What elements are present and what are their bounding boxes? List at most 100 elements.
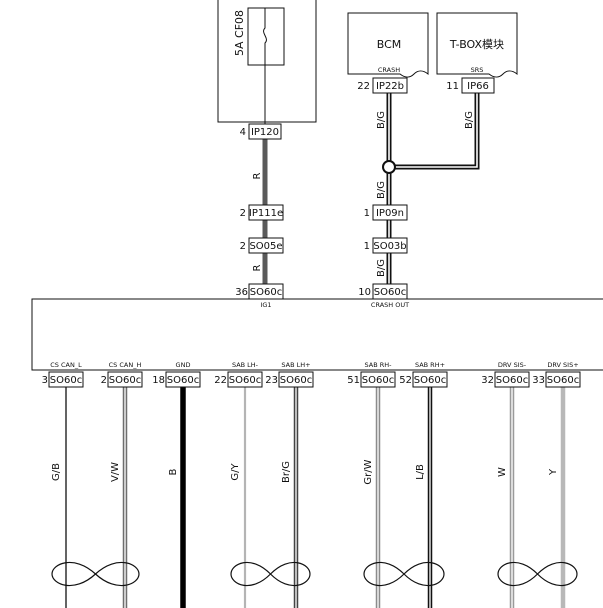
connector-ip09n: 1 IP09n <box>364 204 408 221</box>
signal-label: GND <box>176 361 191 369</box>
connector-name: SO60c <box>414 375 446 386</box>
connector-ip66: 11 IP66 <box>446 77 495 94</box>
pin-number: 51 <box>347 375 360 386</box>
connector-box <box>412 371 448 388</box>
pin-number: 52 <box>399 375 412 386</box>
connector-name: IP22b <box>376 81 404 92</box>
connector-so03b: 1 SO03b <box>364 237 408 254</box>
connector-box <box>360 371 396 388</box>
signal-label-ig1: IG1 <box>260 301 271 309</box>
connector-so60c-crash: 10 SO60c <box>358 283 408 300</box>
connector-box <box>107 371 143 388</box>
connector-name: SO60c <box>250 287 282 298</box>
connector-name: SO60c <box>280 375 312 386</box>
bcm-module-box <box>347 12 429 78</box>
connector-name: SO60c <box>374 287 406 298</box>
signal-label-crash-out: CRASH OUT <box>371 301 409 309</box>
wire-color-label: W <box>497 467 508 477</box>
fuse-module: 5A CF08 <box>217 0 317 124</box>
connector-name: IP111e <box>249 208 283 219</box>
signal-label: SAB LH- <box>232 361 259 369</box>
wire-label-bg-tbox: B/G <box>464 111 475 129</box>
pin-number: 36 <box>235 287 248 298</box>
wire-color-label: G/B <box>51 463 62 481</box>
signal-label: SAB LH+ <box>281 361 310 369</box>
pin-number: 2 <box>240 241 246 252</box>
wire-label-bg-mid: B/G <box>376 181 387 199</box>
pin-number: 22 <box>357 81 370 92</box>
connector-box <box>248 237 284 254</box>
bcm-module: BCM CRASH <box>347 12 429 78</box>
connector-box <box>372 204 408 221</box>
wire-color-label: V/W <box>110 462 121 482</box>
connector-ip120: 4 IP120 <box>240 123 282 140</box>
connector-name: SO60c <box>547 375 579 386</box>
connector-name: SO03b <box>373 241 406 252</box>
pin-number: 11 <box>446 81 459 92</box>
wire-bg-tbox-inner <box>389 92 478 168</box>
connector-ip111e: 2 IP111e <box>240 204 284 221</box>
tbox-pin-label: SRS <box>471 66 484 74</box>
signal-label: CS CAN_H <box>109 361 142 369</box>
signal-label: CS CAN_L <box>50 361 82 369</box>
tbox-module: T-BOX模块 SRS <box>436 12 518 78</box>
wire-label-r-upper: R <box>252 172 263 179</box>
srs-module-box <box>31 298 603 371</box>
fuse-element-icon <box>263 8 267 65</box>
pin-number: 2 <box>240 208 246 219</box>
connector-box <box>545 371 581 388</box>
connector-box <box>461 77 495 94</box>
bcm-pin-label: CRASH <box>378 66 400 74</box>
wire-color-label: Y <box>548 468 559 476</box>
wire-label-bg-low: B/G <box>376 259 387 277</box>
pin-number: 10 <box>358 287 371 298</box>
connector-name: IP120 <box>251 127 279 138</box>
connector-box <box>248 123 282 140</box>
connector-box <box>165 371 201 388</box>
wire-label-r-lower: R <box>252 264 263 271</box>
pin-number: 33 <box>532 375 545 386</box>
pin-number: 1 <box>364 241 370 252</box>
connector-name: SO60c <box>109 375 141 386</box>
wire-label-bg-bcm: B/G <box>376 111 387 129</box>
connector-box <box>372 237 408 254</box>
connector-so05e: 2 SO05e <box>240 237 284 254</box>
wire-color-label: G/Y <box>230 462 241 480</box>
twisted-pair-icon-4 <box>497 561 578 587</box>
connector-box <box>48 371 84 388</box>
connector-name: SO05e <box>249 241 282 252</box>
connector-box <box>248 204 284 221</box>
connector-name: IP66 <box>467 81 489 92</box>
pin-number: 18 <box>152 375 165 386</box>
connector-box <box>278 371 314 388</box>
twisted-pair-icon-1 <box>51 561 140 587</box>
pin-number: 32 <box>481 375 494 386</box>
wire-color-label: B <box>168 468 179 475</box>
connector-name: SO60c <box>50 375 82 386</box>
pin-number: 3 <box>42 375 48 386</box>
twisted-pair-symbols <box>51 561 578 587</box>
wire-splice-point <box>382 160 396 174</box>
connector-name: SO60c <box>229 375 261 386</box>
signal-label: DRV SIS+ <box>547 361 578 369</box>
connector-name: IP09n <box>376 208 404 219</box>
tbox-module-box <box>436 12 518 78</box>
connector-box <box>227 371 263 388</box>
connector-ip22b: 22 IP22b <box>357 77 408 94</box>
twisted-pair-icon-3 <box>363 561 445 587</box>
connector-so60c-ig1: 36 SO60c <box>235 283 284 300</box>
connector-name: SO60c <box>496 375 528 386</box>
signal-label: SAB RH- <box>365 361 393 369</box>
pin-number: 2 <box>101 375 107 386</box>
wire-bg-crash <box>382 92 480 284</box>
bcm-module-name: BCM <box>377 38 402 51</box>
signal-label: DRV SIS- <box>498 361 527 369</box>
pin-number: 4 <box>240 127 246 138</box>
connector-name: SO60c <box>362 375 394 386</box>
